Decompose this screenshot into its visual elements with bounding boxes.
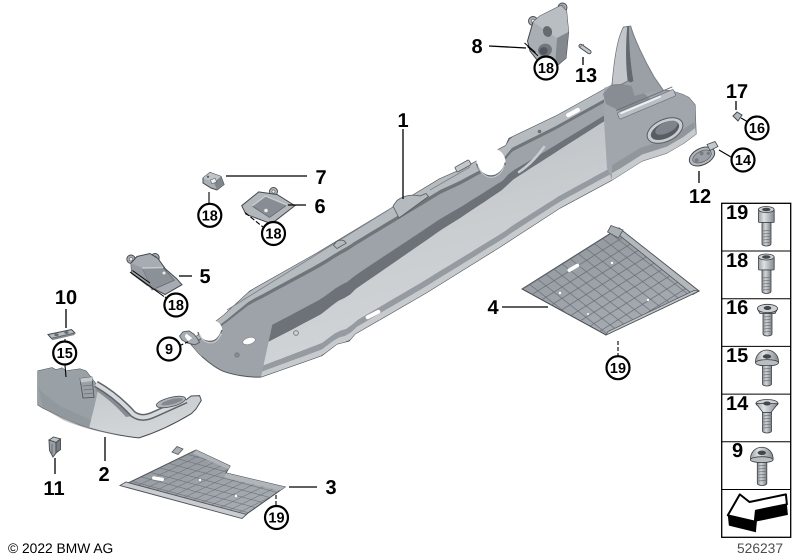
svg-text:10: 10 xyxy=(55,287,77,309)
svg-text:12: 12 xyxy=(689,186,711,208)
svg-text:16: 16 xyxy=(749,121,765,137)
svg-text:13: 13 xyxy=(575,65,597,87)
svg-text:3: 3 xyxy=(325,477,336,499)
svg-text:© 2022 BMW AG: © 2022 BMW AG xyxy=(8,541,113,556)
svg-text:6: 6 xyxy=(314,196,325,218)
svg-text:5: 5 xyxy=(199,266,210,288)
svg-text:7: 7 xyxy=(315,167,326,189)
svg-text:14: 14 xyxy=(726,393,749,415)
svg-text:18: 18 xyxy=(538,61,554,77)
svg-text:18: 18 xyxy=(168,298,184,314)
svg-text:15: 15 xyxy=(726,345,748,367)
svg-text:18: 18 xyxy=(202,209,218,225)
svg-text:14: 14 xyxy=(735,153,751,169)
svg-text:1: 1 xyxy=(397,110,408,132)
svg-text:18: 18 xyxy=(265,227,281,243)
svg-text:19: 19 xyxy=(268,511,284,527)
svg-text:4: 4 xyxy=(487,297,499,319)
svg-text:19: 19 xyxy=(610,361,626,377)
svg-text:11: 11 xyxy=(43,478,64,500)
svg-text:9: 9 xyxy=(732,440,743,462)
svg-text:19: 19 xyxy=(726,202,748,224)
svg-text:15: 15 xyxy=(57,346,73,362)
svg-text:8: 8 xyxy=(471,36,482,58)
svg-text:2: 2 xyxy=(98,464,109,486)
svg-text:9: 9 xyxy=(165,342,173,358)
svg-text:17: 17 xyxy=(726,81,748,103)
svg-text:526237: 526237 xyxy=(737,541,783,556)
svg-text:16: 16 xyxy=(726,297,748,319)
svg-text:18: 18 xyxy=(726,250,748,272)
